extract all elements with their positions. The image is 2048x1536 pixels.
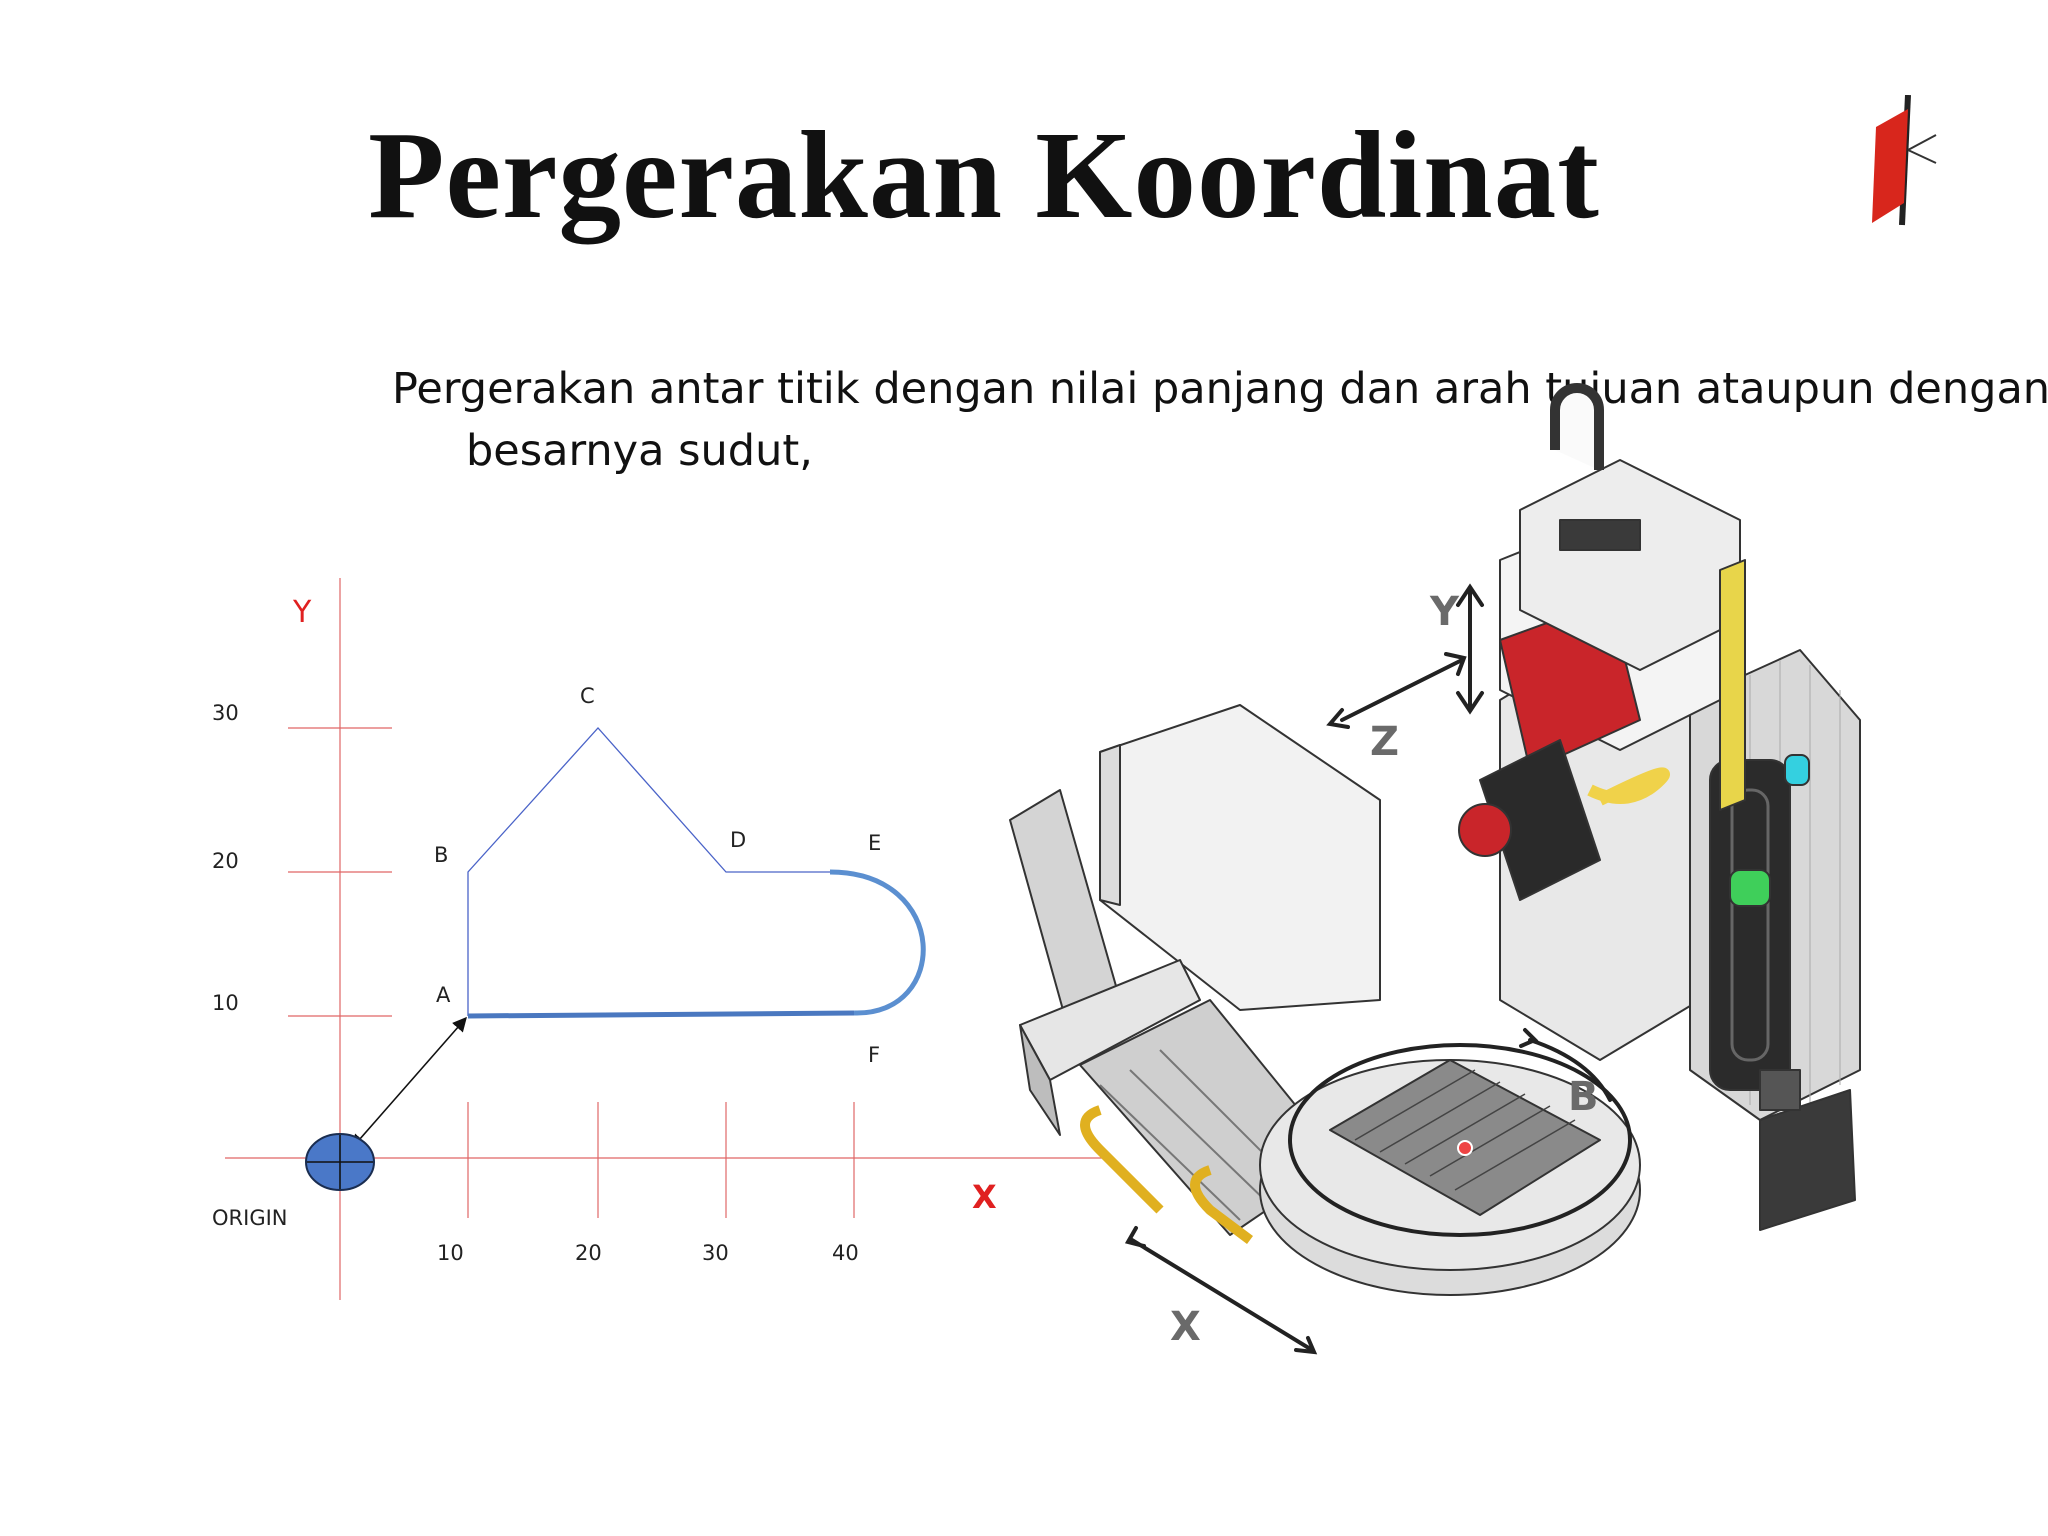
point-label-a: A [436, 983, 451, 1007]
machine-axis-label-z: Z [1370, 719, 1399, 765]
machine-b-rotation-arrow [1528, 1038, 1612, 1102]
point-label-e: E [868, 831, 881, 855]
y-tick-10: 10 [212, 991, 239, 1015]
machine-axis-label-x: X [1170, 1304, 1201, 1350]
path-segment-f-a [467, 1010, 855, 1019]
machine-z-axis-arrow [1340, 658, 1464, 722]
origin-label: ORIGIN [212, 1206, 288, 1230]
point-label-d: D [730, 828, 746, 852]
origin-to-a-arrow [351, 1016, 467, 1150]
path-thin-segments [467, 727, 830, 1016]
x-tick-40: 40 [832, 1241, 859, 1265]
machine-axis-label-b: B [1568, 1074, 1599, 1120]
y-tick-30: 30 [212, 701, 239, 725]
x-tick-30: 30 [702, 1241, 729, 1265]
point-label-c: C [580, 684, 595, 708]
x-tick-20: 20 [575, 1241, 602, 1265]
y-axis-label: Y [292, 595, 312, 630]
y-tick-20: 20 [212, 849, 239, 873]
path-arc-e-f [829, 869, 926, 1016]
x-axis-label: X [972, 1178, 997, 1216]
point-label-f: F [868, 1043, 880, 1067]
machine-axis-label-y: Y [1429, 589, 1460, 635]
coordinate-diagram: Y X 30 20 10 10 20 30 40 ORIGIN A B C D … [212, 578, 1105, 1300]
origin-marker [305, 1133, 375, 1191]
flag-logo-icon [1872, 95, 1937, 226]
slide-title: Pergerakan Koordinat [368, 107, 1600, 245]
slide-body-text: Pergerakan antar titik dengan nilai panj… [392, 364, 2048, 476]
point-label-b: B [434, 843, 448, 867]
machine-x-axis-arrow [1130, 1238, 1314, 1352]
x-tick-10: 10 [437, 1241, 464, 1265]
